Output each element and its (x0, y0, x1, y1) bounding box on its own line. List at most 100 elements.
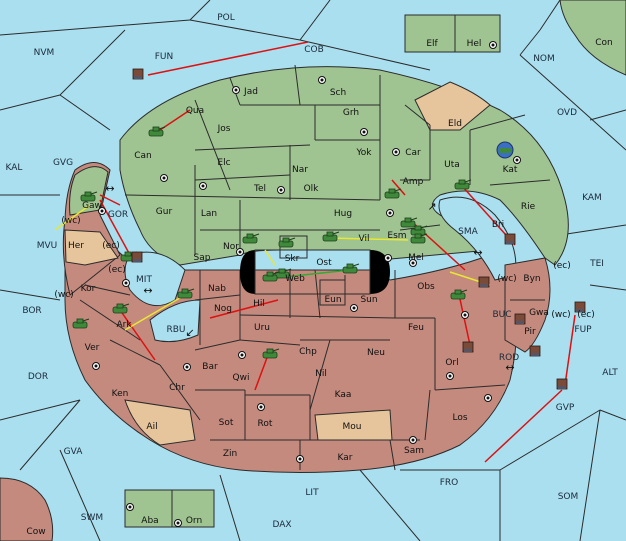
army-unit[interactable] (242, 233, 260, 244)
fleet-unit[interactable] (478, 276, 490, 288)
sea-label: GVA (64, 447, 84, 457)
region-label: Gwa (529, 308, 549, 318)
region-label: Gur (156, 207, 173, 217)
region-label: Esm (387, 231, 406, 241)
region-label: Amp (403, 177, 424, 187)
sea-label: SMA (458, 227, 478, 237)
army-unit[interactable] (262, 348, 280, 359)
army-unit[interactable] (384, 188, 402, 199)
region-label: Ver (85, 343, 100, 353)
fleet-unit[interactable] (514, 313, 526, 325)
supply-center-dot-core (279, 188, 283, 192)
fleet-unit[interactable] (574, 301, 586, 313)
supply-center-dot-core (463, 313, 467, 317)
region-label: Sam (404, 446, 424, 456)
region-label: Lan (201, 209, 217, 219)
region-label: Zin (223, 449, 237, 459)
supply-center-dot-core (320, 78, 324, 82)
army-unit[interactable] (177, 288, 195, 299)
fleet-unit[interactable] (529, 345, 541, 357)
sea-label: MVU (37, 241, 58, 251)
army-unit[interactable] (342, 263, 360, 274)
coast-tag: (wc) (497, 274, 516, 284)
army-unit[interactable] (80, 191, 98, 202)
sea-label: ALT (602, 368, 618, 378)
supply-center-dot-core (124, 281, 128, 285)
supply-center-dot-core (100, 209, 104, 213)
east-peninsula (504, 257, 551, 353)
island-label: Elf (426, 39, 438, 49)
region-label: Jos (217, 124, 231, 134)
sea-label: FRO (440, 478, 459, 488)
supply-center-dot-core (362, 130, 366, 134)
supply-center-dot-core (491, 43, 495, 47)
island-label: Hel (467, 39, 482, 49)
army-unit[interactable] (410, 233, 428, 244)
sea-label: DAX (272, 520, 291, 530)
fleet-unit[interactable] (556, 378, 568, 390)
region-label: Mou (343, 422, 362, 432)
units[interactable] (72, 68, 586, 390)
region-her-area (64, 229, 119, 266)
region-label: Kar (338, 453, 353, 463)
region-label: Bri (492, 220, 504, 230)
army-unit[interactable] (450, 289, 468, 300)
region-label: Uru (254, 323, 270, 333)
region-label: Bar (202, 362, 218, 372)
army-unit[interactable] (400, 217, 418, 228)
army-unit[interactable] (274, 268, 292, 279)
army-unit[interactable] (148, 126, 166, 137)
region-label: Kat (503, 165, 518, 175)
region-label: Chr (169, 383, 185, 393)
labels: POL NVM FUN COB NOM OVD KAL GVG KAM MVU … (6, 13, 619, 537)
sea-label: NOM (533, 54, 555, 64)
region-label: Kor (81, 284, 96, 294)
region-label: Kaa (335, 390, 352, 400)
army-unit[interactable] (278, 237, 296, 248)
fleet-unit[interactable] (462, 341, 474, 353)
sea-label: GOR (108, 210, 128, 220)
army-unit-highlighted[interactable] (496, 141, 514, 159)
supply-center-dot-core (352, 306, 356, 310)
connection-arrows: ↔ ↔ ↙ ↗ ↔ ↔ (105, 182, 514, 374)
army-unit[interactable] (72, 318, 90, 329)
fleet-unit[interactable] (504, 233, 516, 245)
supply-center-dot-core (176, 521, 180, 525)
supply-center-dot-core (386, 256, 390, 260)
svg-text:↙: ↙ (185, 326, 194, 339)
region-label: Hil (253, 299, 265, 309)
region-label: Nar (292, 165, 308, 175)
region-label: Car (405, 148, 421, 158)
internal-borders (79, 64, 551, 471)
supply-center-dot-core (234, 88, 238, 92)
supply-center-dot-core (238, 250, 242, 254)
inner-sea-rbu (149, 299, 201, 343)
region-label: Qwi (233, 373, 250, 383)
fleet-unit[interactable] (132, 68, 144, 80)
army-unit[interactable] (112, 303, 130, 314)
svg-text:↔: ↔ (505, 361, 514, 374)
region-label: Obs (417, 282, 435, 292)
army-unit[interactable] (262, 271, 280, 282)
island-label: Aba (141, 516, 158, 526)
fleet-unit[interactable] (131, 251, 143, 263)
sea-label: MIT (136, 275, 152, 285)
region-label: Grh (343, 108, 359, 118)
region-label: Web (285, 274, 305, 284)
sea-label: BUC (492, 310, 511, 320)
supply-center-dot-core (259, 405, 263, 409)
region-label: Ail (146, 422, 157, 432)
sea-label: KAM (582, 193, 602, 203)
sea-label: GVP (556, 403, 575, 413)
army-unit[interactable] (454, 179, 472, 190)
supply-center-dot-core (486, 396, 490, 400)
region-label: Nog (214, 304, 232, 314)
region-label: Qua (186, 106, 204, 116)
army-unit[interactable] (410, 225, 428, 236)
supply-center-dot-core (162, 176, 166, 180)
sea-label: COB (304, 45, 324, 55)
region-label: Her (68, 241, 84, 251)
army-unit[interactable] (322, 231, 340, 242)
